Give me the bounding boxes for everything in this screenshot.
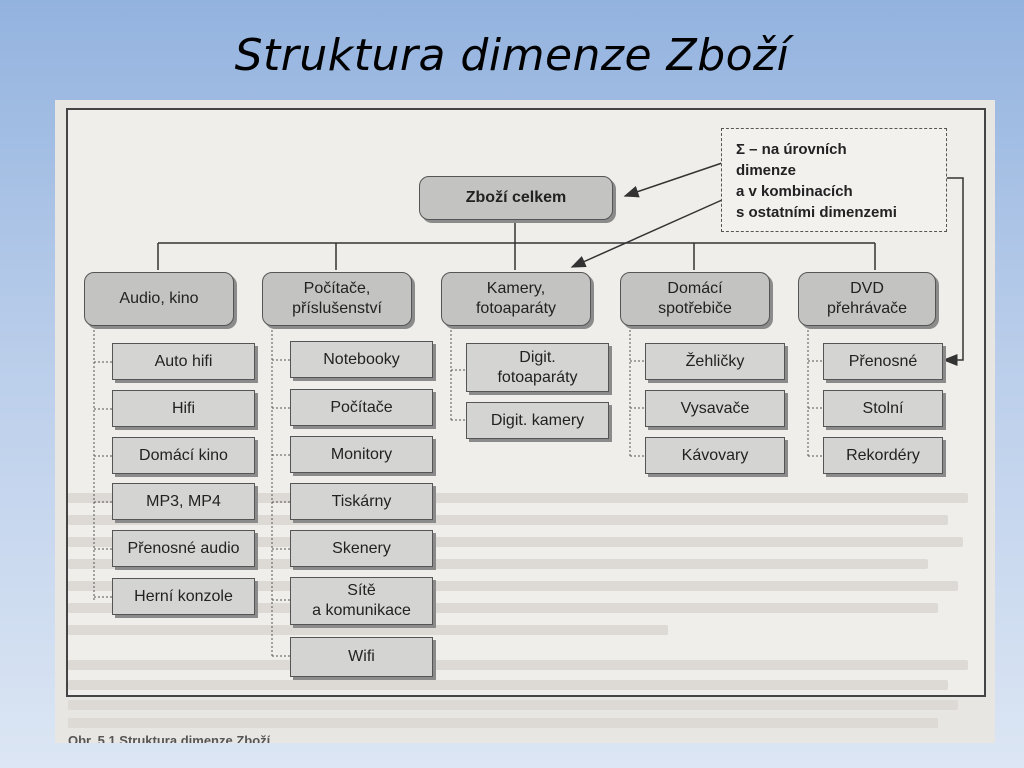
scan-text-line: [68, 537, 963, 547]
leaf-node: Domácí kino: [112, 437, 255, 474]
leaf-node: Přenosné: [823, 343, 943, 380]
scan-text-line: [68, 660, 968, 670]
leaf-node: Skenery: [290, 530, 433, 567]
leaf-node: Digit. kamery: [466, 402, 609, 439]
leaf-node: MP3, MP4: [112, 483, 255, 520]
scan-text-line: [68, 581, 958, 591]
scan-text-line: [68, 625, 668, 635]
scan-text-line: [68, 603, 938, 613]
category-kamery: Kamery, fotoaparáty: [441, 272, 591, 326]
aggregation-note: Σ – na úrovních dimenze a v kombinacích …: [721, 128, 947, 232]
scan-text-line: [68, 515, 948, 525]
scan-text-line: [68, 493, 968, 503]
leaf-node: Notebooky: [290, 341, 433, 378]
leaf-node: Tiskárny: [290, 483, 433, 520]
scan-text-line: [68, 718, 938, 728]
leaf-node: Stolní: [823, 390, 943, 427]
scan-text-line: [68, 559, 928, 569]
category-domaci-spotrebice: Domácí spotřebiče: [620, 272, 770, 326]
leaf-node: Auto hifi: [112, 343, 255, 380]
category-pocitace: Počítače, příslušenství: [262, 272, 412, 326]
category-dvd: DVD přehrávače: [798, 272, 936, 326]
leaf-node: Kávovary: [645, 437, 785, 474]
leaf-node: Monitory: [290, 436, 433, 473]
leaf-node: Herní konzole: [112, 578, 255, 615]
leaf-node: Vysavače: [645, 390, 785, 427]
root-node: Zboží celkem: [419, 176, 613, 220]
category-audio-kino: Audio, kino: [84, 272, 234, 326]
leaf-node: Rekordéry: [823, 437, 943, 474]
leaf-node: Wifi: [290, 637, 433, 677]
leaf-node: Přenosné audio: [112, 530, 255, 567]
scan-text-line: [68, 680, 948, 690]
leaf-node: Žehličky: [645, 343, 785, 380]
figure-caption: Obr. 5.1 Struktura dimenze Zboží: [68, 733, 271, 743]
leaf-node: Sítě a komunikace: [290, 577, 433, 625]
leaf-node: Digit. fotoaparáty: [466, 343, 609, 392]
slide-title: Struktura dimenze Zboží: [234, 30, 790, 81]
leaf-node: Počítače: [290, 389, 433, 426]
scan-text-line: [68, 700, 958, 710]
leaf-node: Hifi: [112, 390, 255, 427]
